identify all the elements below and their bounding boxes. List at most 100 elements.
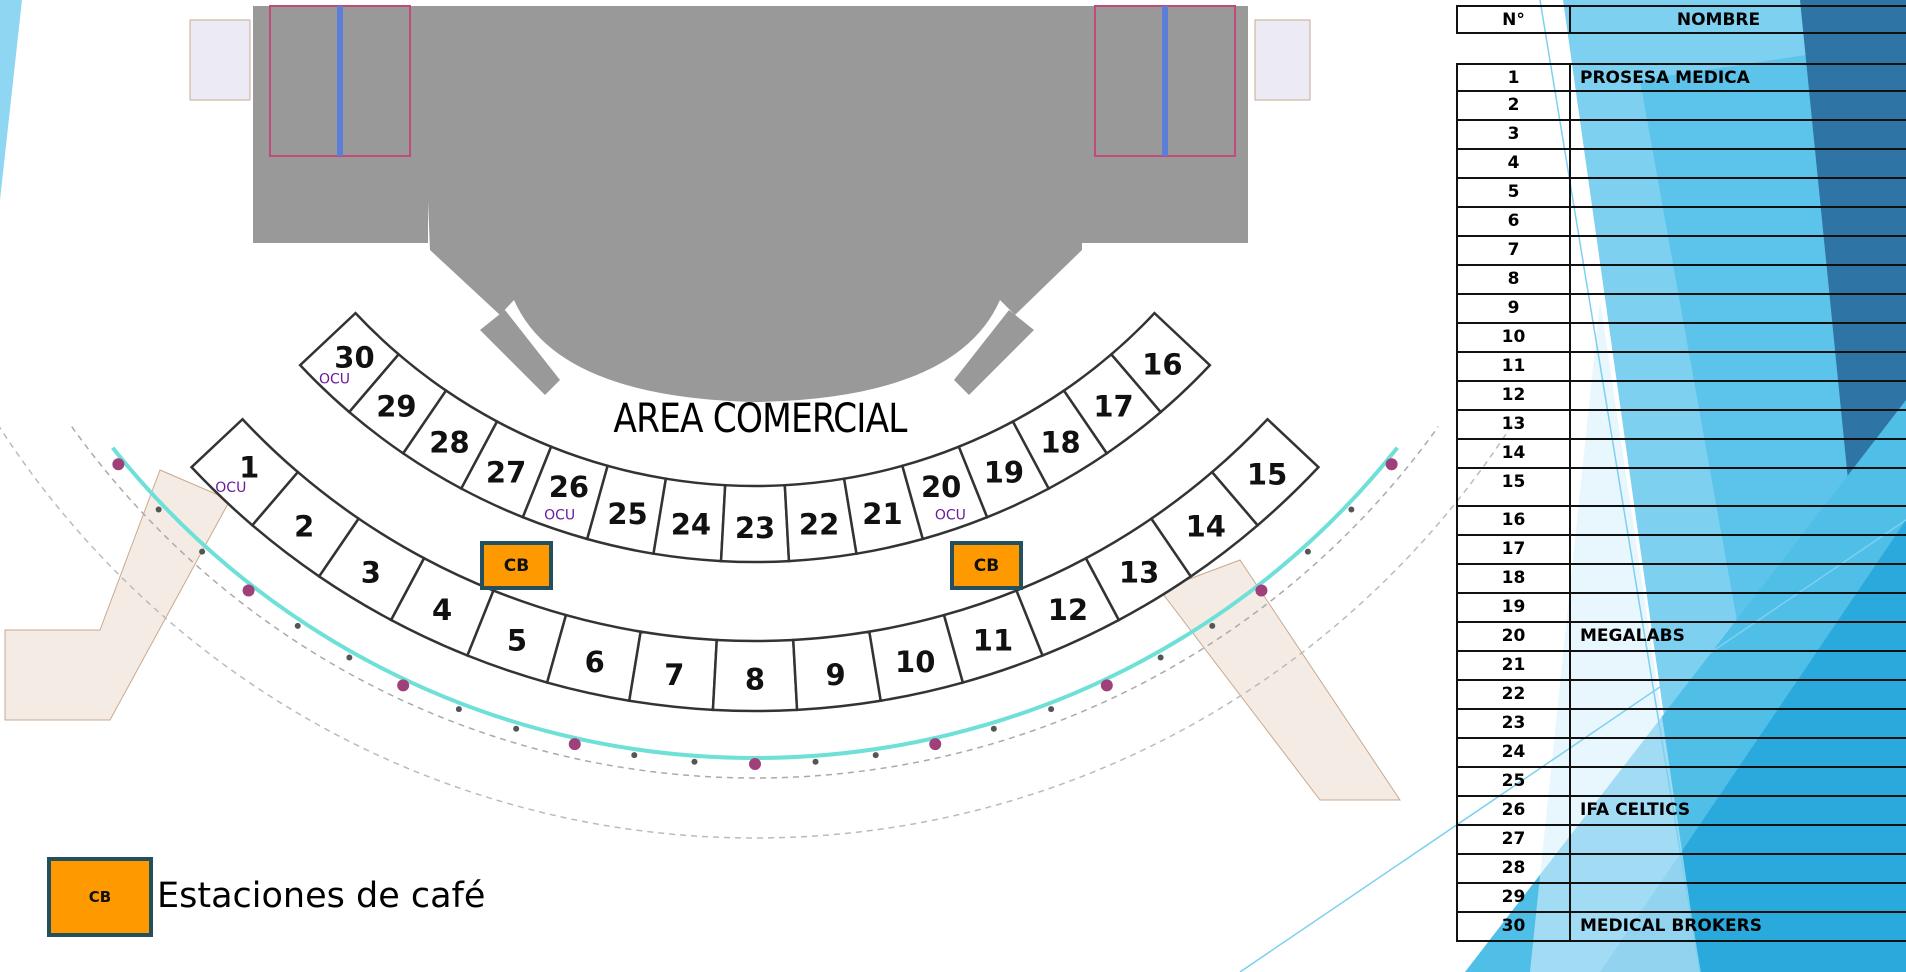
coffee-station-left[interactable]: CB xyxy=(480,541,553,590)
stall-17[interactable]: 17 xyxy=(1062,352,1163,456)
stall-shape[interactable] xyxy=(1210,417,1321,528)
stall-6[interactable]: 6 xyxy=(545,613,643,703)
stall-number: 14 xyxy=(1186,510,1226,544)
stall-number: 28 xyxy=(429,425,469,459)
table-row: 4 xyxy=(1456,150,1906,179)
row-name[interactable] xyxy=(1571,353,1906,380)
stall-14[interactable]: 14 xyxy=(1149,470,1260,579)
row-number: 12 xyxy=(1456,382,1571,409)
stall-16[interactable]: 16 xyxy=(1109,311,1212,414)
stall-13[interactable]: 13 xyxy=(1084,516,1193,622)
column-dot xyxy=(1157,654,1164,661)
table-row: 14 xyxy=(1456,440,1906,469)
row-number: 2 xyxy=(1456,92,1571,119)
row-name[interactable] xyxy=(1571,681,1906,708)
row-name[interactable] xyxy=(1571,710,1906,737)
stall-19[interactable]: 19 xyxy=(957,419,1051,519)
row-number: 3 xyxy=(1456,121,1571,148)
row-name[interactable] xyxy=(1571,884,1906,911)
row-number: 26 xyxy=(1456,797,1571,824)
stall-7[interactable]: 7 xyxy=(627,630,719,712)
column-dot xyxy=(1304,548,1311,555)
column-dot xyxy=(872,752,879,759)
row-name[interactable]: MEGALABS xyxy=(1580,626,1685,646)
row-name[interactable] xyxy=(1571,440,1906,467)
table-row: 21 xyxy=(1456,652,1906,681)
stall-29[interactable]: 29 xyxy=(347,352,448,456)
table-row: 6 xyxy=(1456,208,1906,237)
column-dot xyxy=(513,725,520,732)
stall-8[interactable]: 8 xyxy=(711,638,799,713)
column-dot xyxy=(691,758,698,765)
stall-27[interactable]: 27 xyxy=(459,419,553,519)
row-name[interactable] xyxy=(1571,150,1906,177)
row-name[interactable] xyxy=(1571,768,1906,795)
row-name[interactable] xyxy=(1571,208,1906,235)
occupied-label: OCU xyxy=(935,508,966,524)
stall-3[interactable]: 3 xyxy=(317,516,426,622)
row-name[interactable] xyxy=(1571,324,1906,351)
row-name[interactable] xyxy=(1571,92,1906,119)
row-number: 10 xyxy=(1456,324,1571,351)
row-name[interactable] xyxy=(1571,411,1906,438)
row-name[interactable] xyxy=(1571,826,1906,853)
row-number: 19 xyxy=(1456,594,1571,621)
row-number: 21 xyxy=(1456,652,1571,679)
row-number: 11 xyxy=(1456,353,1571,380)
stairs-hatch xyxy=(4,19,1401,801)
row-name[interactable] xyxy=(1571,739,1906,766)
stall-11[interactable]: 11 xyxy=(942,588,1045,685)
stall-4[interactable]: 4 xyxy=(389,556,496,658)
row-name[interactable] xyxy=(1571,237,1906,264)
column-dot xyxy=(990,725,997,732)
row-number: 4 xyxy=(1456,150,1571,177)
column-dot xyxy=(294,622,301,629)
row-name[interactable] xyxy=(1571,295,1906,322)
row-number: 17 xyxy=(1456,536,1571,563)
stall-shape[interactable] xyxy=(1109,311,1212,414)
row-name[interactable]: MEDICAL BROKERS xyxy=(1580,916,1762,936)
row-number: 7 xyxy=(1456,237,1571,264)
stall-12[interactable]: 12 xyxy=(1014,556,1121,658)
column-dot xyxy=(1209,622,1216,629)
column-dot xyxy=(346,654,353,661)
stall-number: 27 xyxy=(486,456,526,490)
row-name[interactable] xyxy=(1571,565,1906,592)
coffee-station-right[interactable]: CB xyxy=(950,541,1023,590)
walkway-arcs xyxy=(0,423,1513,839)
row-name[interactable] xyxy=(1571,507,1906,534)
row-name[interactable] xyxy=(1571,121,1906,148)
row-name[interactable] xyxy=(1571,382,1906,409)
stall-9[interactable]: 9 xyxy=(791,630,883,712)
row-name[interactable] xyxy=(1571,469,1906,505)
row-number: 28 xyxy=(1456,855,1571,882)
stall-25[interactable]: 25 xyxy=(585,464,668,556)
row-number: 14 xyxy=(1456,440,1571,467)
row-name[interactable] xyxy=(1571,266,1906,293)
row-name[interactable] xyxy=(1571,855,1906,882)
stall-number: 12 xyxy=(1048,593,1088,627)
stall-number: 15 xyxy=(1247,457,1287,491)
table-row: 15 xyxy=(1456,469,1906,507)
occupied-label: OCU xyxy=(319,371,350,387)
stall-number: 24 xyxy=(671,507,711,541)
row-name[interactable] xyxy=(1571,179,1906,206)
stall-18[interactable]: 18 xyxy=(1011,388,1109,491)
row-name[interactable] xyxy=(1571,594,1906,621)
header-number: N° xyxy=(1456,7,1571,32)
row-name[interactable]: PROSESA MEDICA xyxy=(1580,68,1750,88)
table-row: 12 xyxy=(1456,382,1906,411)
stall-5[interactable]: 5 xyxy=(465,588,568,685)
stall-15[interactable]: 15 xyxy=(1210,417,1321,528)
table-row: 8 xyxy=(1456,266,1906,295)
row-name[interactable]: IFA CELTICS xyxy=(1580,800,1691,820)
row-name[interactable] xyxy=(1571,536,1906,563)
stall-23[interactable]: 23 xyxy=(719,483,791,564)
row-name[interactable] xyxy=(1571,652,1906,679)
stall-24[interactable]: 24 xyxy=(652,477,727,563)
